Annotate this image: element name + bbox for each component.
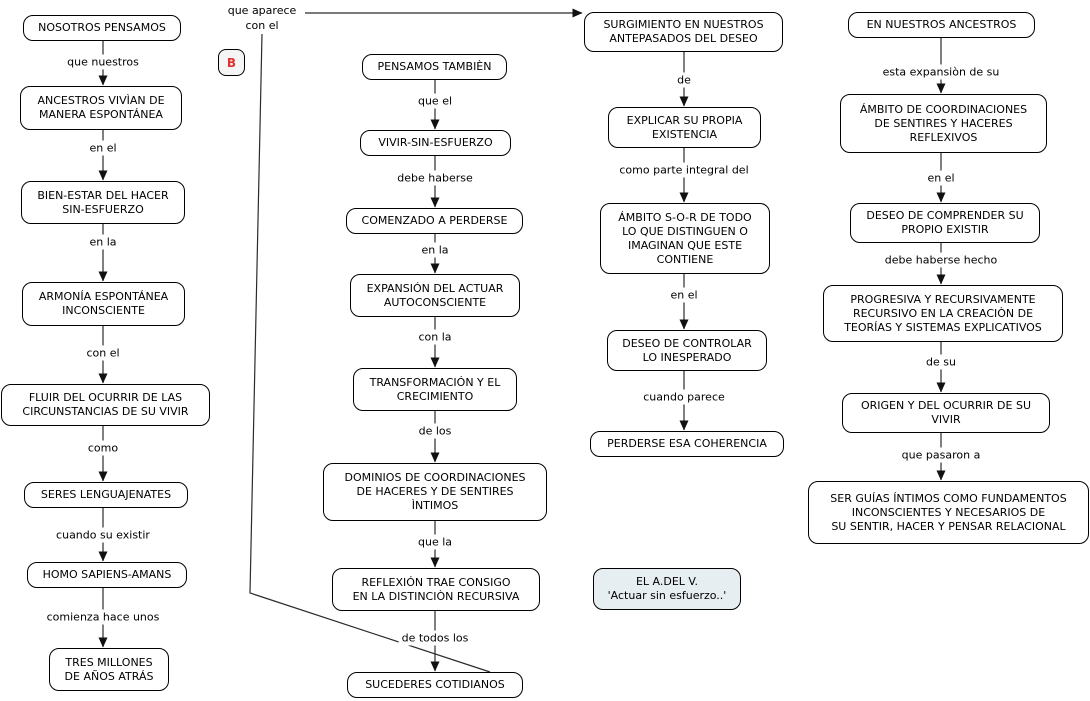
linking-phrase[interactable]: cuando su existir (53, 527, 153, 543)
node-vivir-sin-esfuerzo[interactable]: VIVIR-SIN-ESFUERZO (360, 130, 511, 156)
node-dominios-coordinaciones[interactable]: DOMINIOS DE COORDINACIONES DE HACERES Y … (323, 463, 547, 521)
node-comenzado-a-perderse[interactable]: COMENZADO A PERDERSE (346, 208, 523, 234)
node-tres-millones[interactable]: TRES MILLONES DE AÑOS ATRÁS (49, 648, 169, 691)
node-origen-ocurrir[interactable]: ORIGEN Y DEL OCURRIR DE SU VIVIR (842, 393, 1050, 433)
node-sucederes-cotidianos[interactable]: SUCEDERES COTIDIANOS (347, 672, 523, 698)
node-ser-guias-intimos[interactable]: SER GUÍAS ÍNTIMOS COMO FUNDAMENTOS INCON… (808, 481, 1089, 544)
linking-phrase[interactable]: en la (418, 242, 452, 258)
linking-phrase[interactable]: de los (415, 423, 455, 439)
node-progresiva-recursiva[interactable]: PROGRESIVA Y RECURSIVAMENTE RECURSIVO EN… (823, 285, 1063, 342)
linking-phrase[interactable]: como parte integral del (616, 162, 752, 178)
node-armonia-espontanea[interactable]: ARMONÍA ESPONTÁNEA INCONSCIENTE (22, 282, 185, 326)
node-marker-b[interactable]: B (218, 49, 245, 76)
node-ancestros-vivian[interactable]: ANCESTROS VIVÌAN DE MANERA ESPONTÁNEA (20, 86, 182, 130)
node-perderse-coherencia[interactable]: PERDERSE ESA COHERENCIA (590, 431, 784, 457)
linking-phrase[interactable]: debe haberse hecho (881, 252, 1001, 268)
node-seres-lenguajenates[interactable]: SERES LENGUAJENATES (24, 482, 188, 508)
linking-phrase[interactable]: en el (667, 287, 701, 303)
linking-phrase[interactable]: con la (415, 329, 455, 345)
node-expansion-actuar[interactable]: EXPANSIÓN DEL ACTUAR AUTOCONSCIENTE (350, 274, 520, 317)
node-bien-estar[interactable]: BIEN-ESTAR DEL HACER SIN-ESFUERZO (21, 181, 185, 224)
node-ambito-sor[interactable]: ÁMBITO S-O-R DE TODO LO QUE DISTINGUEN O… (600, 203, 770, 274)
linking-phrase[interactable]: esta expansiòn de su (879, 64, 1003, 80)
node-surgimiento-deseo[interactable]: SURGIMIENTO EN NUESTROS ANTEPASADOS DEL … (584, 12, 783, 52)
linking-phrase[interactable]: que nuestros (64, 54, 142, 70)
linking-phrase[interactable]: que pasaron a (898, 447, 984, 463)
node-ambito-coordinaciones[interactable]: ÁMBITO DE COORDINACIONES DE SENTIRES Y H… (840, 94, 1047, 153)
node-nosotros-pensamos[interactable]: NOSOTROS PENSAMOS (23, 15, 181, 41)
linking-phrase[interactable]: de su (923, 354, 959, 370)
node-deseo-comprender[interactable]: DESEO DE COMPRENDER SU PROPIO EXISTIR (850, 203, 1040, 243)
linking-phrase[interactable]: que aparece con el (224, 3, 300, 33)
node-homo-sapiens-amans[interactable]: HOMO SAPIENS-AMANS (27, 562, 187, 588)
linking-phrase[interactable]: que el (414, 93, 456, 109)
linking-phrase[interactable]: en el (924, 170, 958, 186)
node-fluir-ocurrir[interactable]: FLUIR DEL OCURRIR DE LAS CIRCUNSTANCIAS … (1, 384, 210, 426)
linking-phrase[interactable]: de (674, 72, 694, 88)
linking-phrase[interactable]: debe haberse (394, 170, 476, 186)
linking-phrase[interactable]: de todos los (398, 630, 472, 646)
linking-phrase[interactable]: que la (414, 534, 456, 550)
linking-phrase[interactable]: comienza hace unos (43, 609, 163, 625)
linking-phrase[interactable]: en el (86, 140, 120, 156)
node-transformacion-crecimiento[interactable]: TRANSFORMACIÓN Y EL CRECIMIENTO (353, 368, 517, 411)
linking-phrase[interactable]: en la (86, 234, 120, 250)
node-reflexion-trae-consigo[interactable]: REFLEXIÓN TRAE CONSIGO EN LA DISTINCIÒN … (332, 568, 540, 611)
linking-phrase[interactable]: con el (83, 345, 123, 361)
linking-phrase[interactable]: cuando parece (640, 389, 728, 405)
node-deseo-controlar[interactable]: DESEO DE CONTROLAR LO INESPERADO (607, 330, 767, 371)
node-actuar-sin-esfuerzo-nota[interactable]: EL A.DEL V. 'Actuar sin esfuerzo..' (593, 568, 741, 610)
node-pensamos-tambien[interactable]: PENSAMOS TAMBIÈN (362, 54, 507, 80)
connector-line (249, 33, 491, 673)
linking-phrase[interactable]: como (84, 440, 122, 456)
node-explicar-existencia[interactable]: EXPLICAR SU PROPIA EXISTENCIA (608, 107, 761, 148)
node-en-nuestros-ancestros[interactable]: EN NUESTROS ANCESTROS (848, 12, 1035, 38)
